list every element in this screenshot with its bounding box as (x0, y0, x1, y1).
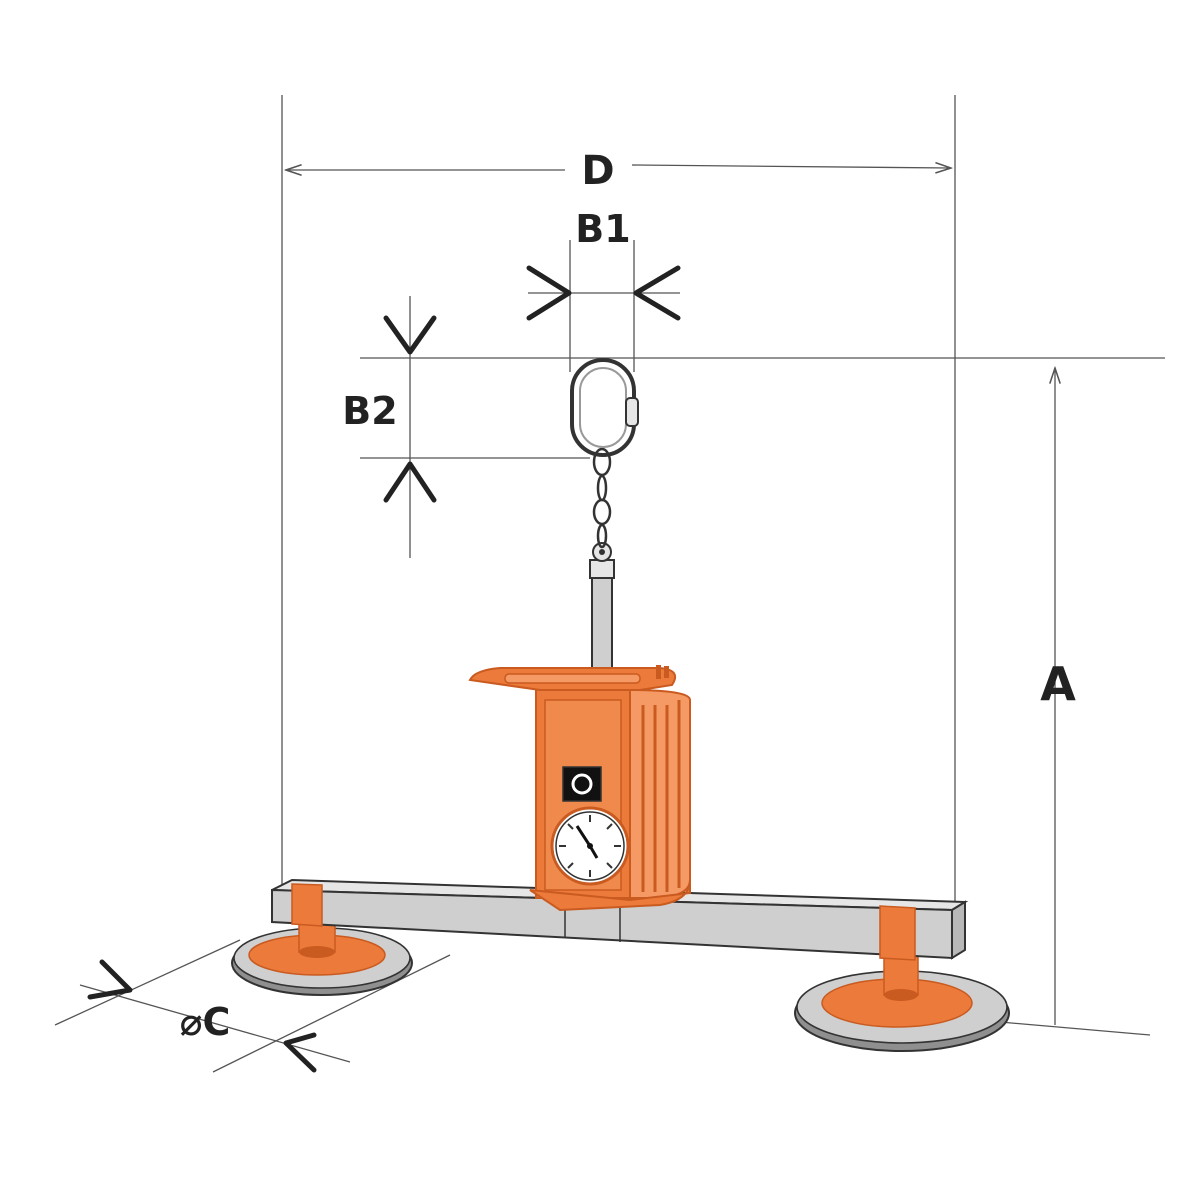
b2-arrow-top (383, 315, 437, 355)
dimension-lines (54, 95, 1165, 1073)
dimension-label-a: A (1040, 657, 1076, 711)
b1-arrow-right (633, 265, 681, 321)
c-arrow-right (283, 1032, 317, 1073)
beam-clamp-right (879, 905, 916, 961)
control-unit (468, 665, 691, 912)
floor-reference-line (999, 1021, 1151, 1036)
c-extension-top (54, 939, 241, 1026)
suction-pad-right (794, 954, 1010, 1052)
b2-arrow-bottom (383, 461, 437, 503)
dimension-label-c: ⌀C (180, 1000, 231, 1044)
beam-clamp-left (291, 883, 323, 927)
suction-pad-left (231, 921, 413, 996)
power-switch (562, 766, 602, 802)
dimension-label-d: D (581, 148, 614, 194)
dimension-d-line-right (631, 165, 951, 168)
power-button-icon (571, 773, 593, 795)
chain (592, 447, 612, 549)
c-arrow-left (87, 959, 133, 1000)
c-dimension-line (79, 984, 351, 1063)
b1-arrow-left (526, 265, 572, 321)
c-extension-bottom (212, 954, 451, 1073)
dimension-label-b2: B2 (342, 389, 397, 433)
vacuum-gauge-icon (550, 806, 630, 886)
dimension-label-b1: B1 (575, 207, 630, 251)
master-link (570, 358, 639, 457)
lifting-pole (589, 542, 615, 676)
dimension-arrowheads (87, 265, 681, 1073)
